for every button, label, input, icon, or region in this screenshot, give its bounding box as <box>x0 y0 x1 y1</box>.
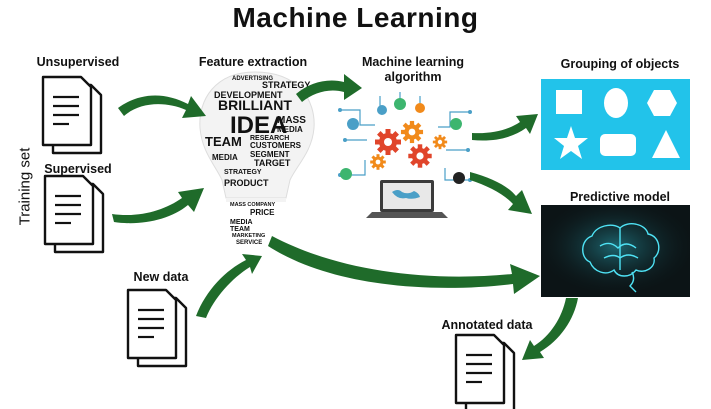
arrow-predictive-to-annotated <box>522 298 578 360</box>
bulb-word: ADVERTISING <box>232 76 273 82</box>
page-title: Machine Learning <box>232 2 479 33</box>
arrow-newdata-to-feature <box>196 254 262 318</box>
bulb-word: PRICE <box>250 208 275 217</box>
bulb-word: MEDIA <box>212 153 238 162</box>
grouping-label: Grouping of objects <box>560 57 680 71</box>
oval-shape-icon <box>604 88 628 118</box>
triangle-shape-icon <box>652 130 680 158</box>
lightbulb-wordcloud: ADVERTISING STRATEGY DEVELOPMENT BRILLIA… <box>199 71 315 246</box>
bulb-word: BRILLIANT <box>218 97 292 113</box>
supervised-document-icon <box>43 174 105 254</box>
arrow-supervised-to-feature <box>112 188 204 224</box>
rounded-rect-shape-icon <box>600 134 636 156</box>
arrow-unsupervised-to-feature <box>118 95 206 118</box>
star-shape-icon <box>554 126 588 159</box>
arrow-algorithm-to-predictive <box>470 172 532 214</box>
unsupervised-label: Unsupervised <box>36 55 120 69</box>
bulb-word: MEDIA <box>230 219 253 226</box>
bulb-word: CUSTOMERS <box>250 141 302 150</box>
bulb-word: DEVELOPMENT <box>214 90 283 100</box>
bulb-word: TARGET <box>254 158 291 168</box>
arrow-algorithm-to-grouping <box>472 114 538 141</box>
bulb-word: MASS <box>277 115 306 126</box>
bulb-word: PRODUCT <box>224 178 269 188</box>
bulb-word: MEDIA <box>277 125 303 134</box>
bulb-word: TEAM <box>205 134 242 149</box>
unsupervised-document-icon <box>41 75 103 155</box>
arrow-feature-to-predictive <box>268 236 540 294</box>
annotated-label: Annotated data <box>441 318 533 332</box>
ml-algorithm-label-line2: algorithm <box>384 70 442 84</box>
bulb-word: STRATEGY <box>262 80 310 90</box>
square-shape-icon <box>556 90 582 114</box>
ml-algorithm-label-line1: Machine learning <box>361 55 465 69</box>
flow-arrows <box>112 74 578 360</box>
brain-icon <box>582 223 660 293</box>
predictive-model-panel <box>541 205 690 297</box>
bulb-word: SEGMENT <box>250 150 290 159</box>
arrow-feature-to-algorithm <box>296 74 362 102</box>
bulb-word: SERVICE <box>236 240 262 246</box>
bulb-word: MASS COMPANY <box>230 202 275 208</box>
feature-extraction-label: Feature extraction <box>198 55 308 69</box>
hexagon-shape-icon <box>647 90 677 116</box>
bulb-word: MARKETING <box>232 233 265 239</box>
ml-algorithm-label: Machine learning algorithm <box>348 55 478 85</box>
supervised-label: Supervised <box>44 162 112 176</box>
bulb-word: TEAM <box>230 226 250 233</box>
annotated-document-icon <box>454 333 516 409</box>
new-data-document-icon <box>126 288 188 368</box>
ml-algorithm-illustration <box>334 90 472 218</box>
predictive-label: Predictive model <box>569 190 671 204</box>
grouping-of-objects-panel <box>541 79 690 170</box>
bulb-word: RESEARCH <box>250 135 289 142</box>
new-data-label: New data <box>133 270 189 284</box>
bulb-word: IDEA <box>230 112 287 139</box>
bulb-word: STRATEGY <box>224 169 262 176</box>
